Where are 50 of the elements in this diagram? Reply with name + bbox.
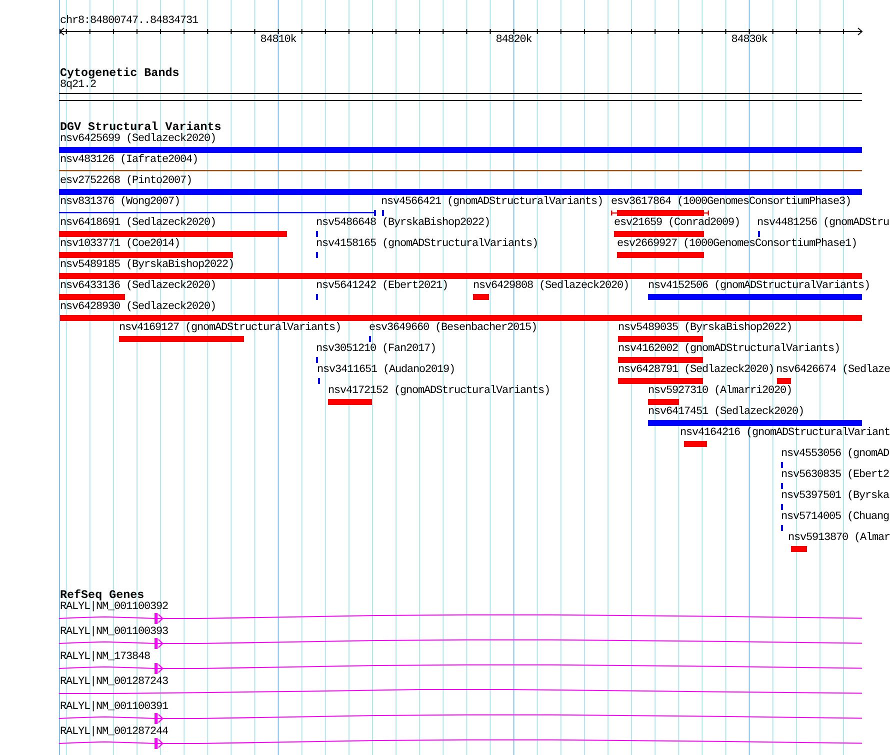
- variant-label: esv2669927 (1000GenomesConsortiumPhase1): [617, 238, 858, 250]
- gene-label: RALYL|NM_001100392: [60, 601, 168, 613]
- variant-label: nsv1033771 (Coe2014): [60, 238, 180, 250]
- variant-label: nsv3051210 (Fan2017): [316, 343, 436, 355]
- variant-label: esv21659 (Conrad2009): [614, 217, 740, 229]
- variant-label: nsv831376 (Wong2007): [60, 196, 180, 208]
- track-title: DGV Structural Variants: [60, 121, 222, 133]
- variant-label: nsv5397501 (Byrska: [781, 490, 890, 502]
- variant-label: nsv5641242 (Ebert2021): [316, 280, 448, 292]
- variant-label: nsv5714005 (Chuang: [781, 511, 890, 523]
- track-title: Cytogenetic Bands: [60, 67, 180, 79]
- scale-label: 84830k: [731, 34, 768, 46]
- variant-label: nsv5486648 (ByrskaBishop2022): [316, 217, 490, 229]
- variant-label: nsv5927310 (Almarri2020): [648, 385, 792, 397]
- gene-label: RALYL|NM_001287243: [60, 676, 168, 688]
- gene-label: RALYL|NM_173848: [60, 651, 150, 663]
- variant-label: nsv6428791 (Sedlazeck2020): [618, 364, 774, 376]
- gene-label: RALYL|NM_001287244: [60, 726, 168, 738]
- variant-label: nsv5489035 (ByrskaBishop2022): [618, 322, 792, 334]
- variant-label: nsv6417451 (Sedlazeck2020): [648, 406, 804, 418]
- variant-label: nsv5630835 (Ebert2: [781, 469, 890, 481]
- variant-label: nsv6425699 (Sedlazeck2020): [60, 133, 216, 145]
- variant-label: esv3649660 (Besenbacher2015): [369, 322, 538, 334]
- variant-label: nsv4158165 (gnomADStructuralVariants): [316, 238, 538, 250]
- variant-label: esv3617864 (1000GenomesConsortiumPhase3): [611, 196, 852, 208]
- variant-label: nsv6433136 (Sedlazeck2020): [60, 280, 216, 292]
- variant-label: nsv4553056 (gnomAD: [781, 448, 890, 460]
- variant-label: nsv6429808 (Sedlazeck2020): [473, 280, 630, 292]
- variant-label: nsv5489185 (ByrskaBishop2022): [60, 259, 234, 271]
- variant-label: nsv4164216 (gnomADStructuralVariant: [680, 427, 890, 439]
- gene-label: RALYL|NM_001100393: [60, 626, 168, 638]
- scale-label: 84820k: [496, 34, 532, 46]
- variant-label: nsv4172152 (gnomADStructuralVariants): [328, 385, 550, 397]
- variant-label: nsv6428930 (Sedlazeck2020): [60, 301, 216, 313]
- variant-label: nsv6426674 (Sedlaze: [776, 364, 890, 376]
- variant-label: nsv6418691 (Sedlazeck2020): [60, 217, 216, 229]
- coordinate-label: chr8:84800747..84834731: [60, 15, 198, 27]
- variant-label: nsv4162002 (gnomADStructuralVariants): [618, 343, 840, 355]
- variant-label: nsv483126 (Iafrate2004): [60, 154, 198, 166]
- band-label: 8q21.2: [60, 79, 96, 91]
- variant-label: nsv3411651 (Audano2019): [317, 364, 456, 376]
- variant-label: esv2752268 (Pinto2007): [60, 175, 192, 187]
- variant-label: nsv4566421 (gnomADStructuralVariants): [381, 196, 604, 208]
- variant-label: nsv5913870 (Almar: [788, 532, 890, 544]
- variant-label: nsv4169127 (gnomADStructuralVariants): [119, 322, 342, 334]
- variant-label: nsv4152506 (gnomADStructuralVariants): [648, 280, 870, 292]
- gene-label: RALYL|NM_001100391: [60, 701, 168, 713]
- track-title: RefSeq Genes: [60, 589, 144, 601]
- scale-label: 84810k: [260, 34, 296, 46]
- variant-label: nsv4481256 (gnomADStru: [757, 217, 890, 229]
